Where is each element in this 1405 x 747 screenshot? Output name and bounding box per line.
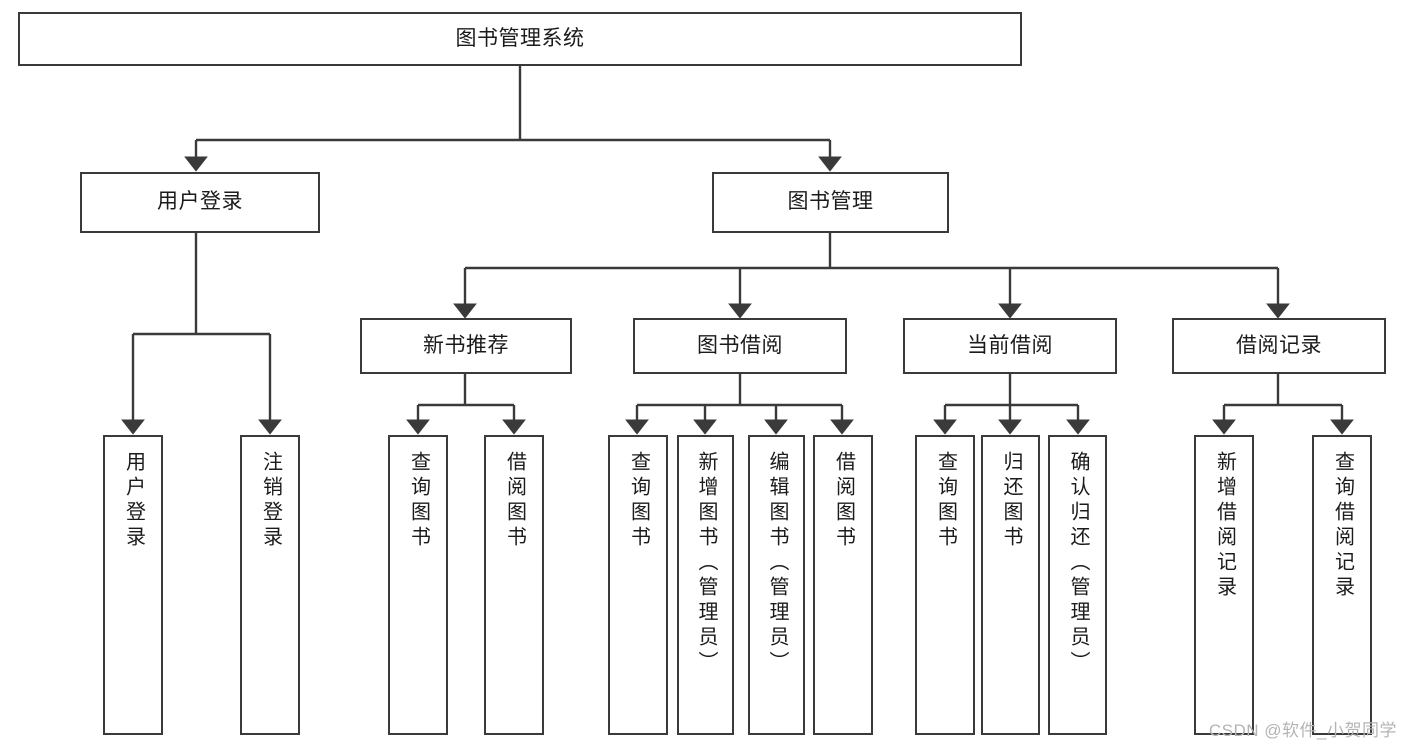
- node-book-management[interactable]: 图书管理: [712, 172, 949, 233]
- node-leaf-borrow-book-rec[interactable]: 借阅图书: [484, 435, 544, 735]
- node-leaf-add-book-label: 新增图书（管理员）: [695, 451, 717, 676]
- node-leaf-query-book-borrow-label: 查询图书: [627, 451, 650, 551]
- node-current-borrow-label: 当前借阅: [967, 333, 1053, 357]
- node-user-login[interactable]: 用户登录: [80, 172, 320, 233]
- watermark: CSDN @软件_小贺同学: [1208, 721, 1397, 740]
- node-leaf-user-logout[interactable]: 注销登录: [240, 435, 300, 735]
- node-leaf-query-book-current-label: 查询图书: [934, 451, 957, 551]
- node-current-borrow[interactable]: 当前借阅: [903, 318, 1117, 374]
- node-leaf-confirm-return[interactable]: 确认归还（管理员）: [1048, 435, 1107, 735]
- node-leaf-query-book-rec-label: 查询图书: [407, 451, 430, 551]
- node-leaf-return-book-label: 归还图书: [1000, 451, 1022, 551]
- node-leaf-confirm-return-label: 确认归还（管理员）: [1067, 451, 1089, 676]
- node-leaf-user-login-label: 用户登录: [122, 451, 145, 551]
- node-leaf-user-login[interactable]: 用户登录: [103, 435, 163, 735]
- node-leaf-borrow-book-rec-label: 借阅图书: [503, 451, 526, 551]
- node-new-book-recommend-label: 新书推荐: [423, 333, 509, 357]
- node-root-label: 图书管理系统: [455, 26, 585, 50]
- node-leaf-query-book-rec[interactable]: 查询图书: [388, 435, 448, 735]
- node-leaf-add-record[interactable]: 新增借阅记录: [1194, 435, 1254, 735]
- node-leaf-add-book[interactable]: 新增图书（管理员）: [677, 435, 734, 735]
- node-root[interactable]: 图书管理系统: [18, 12, 1022, 66]
- node-leaf-return-book[interactable]: 归还图书: [981, 435, 1040, 735]
- node-leaf-query-record[interactable]: 查询借阅记录: [1312, 435, 1372, 735]
- node-leaf-edit-book[interactable]: 编辑图书（管理员）: [748, 435, 805, 735]
- node-borrow-record-label: 借阅记录: [1236, 333, 1322, 357]
- node-new-book-recommend[interactable]: 新书推荐: [360, 318, 572, 374]
- node-book-borrow-label: 图书借阅: [697, 333, 783, 357]
- node-leaf-query-record-label: 查询借阅记录: [1331, 451, 1354, 601]
- node-leaf-borrow-book[interactable]: 借阅图书: [813, 435, 873, 735]
- node-leaf-add-record-label: 新增借阅记录: [1213, 451, 1236, 601]
- node-borrow-record[interactable]: 借阅记录: [1172, 318, 1386, 374]
- node-user-login-label: 用户登录: [157, 190, 243, 214]
- node-book-management-label: 图书管理: [787, 190, 874, 214]
- node-leaf-query-book-borrow[interactable]: 查询图书: [608, 435, 668, 735]
- node-leaf-edit-book-label: 编辑图书（管理员）: [766, 451, 788, 676]
- node-leaf-borrow-book-label: 借阅图书: [832, 451, 855, 551]
- node-leaf-query-book-current[interactable]: 查询图书: [915, 435, 975, 735]
- node-leaf-user-logout-label: 注销登录: [259, 451, 282, 551]
- node-book-borrow[interactable]: 图书借阅: [633, 318, 847, 374]
